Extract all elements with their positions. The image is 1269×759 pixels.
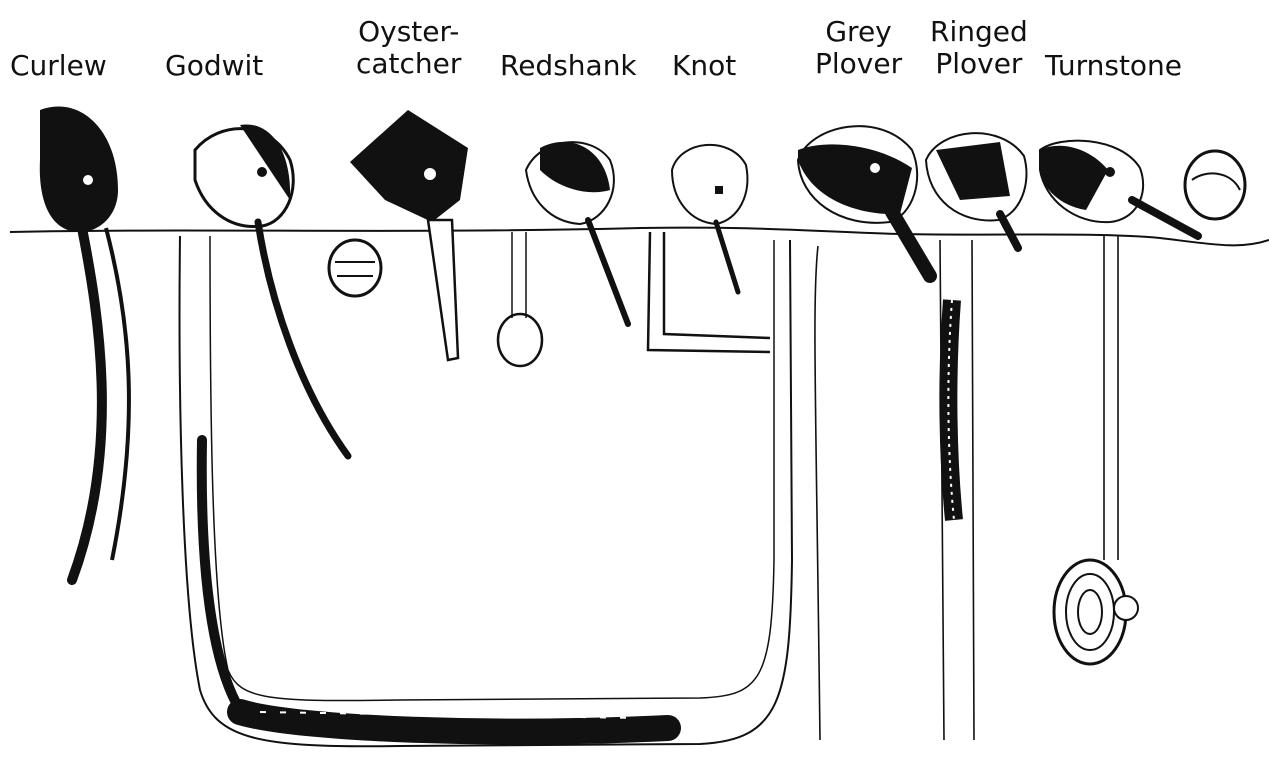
mussel-shell	[1185, 151, 1245, 219]
clam-siphon	[1104, 236, 1118, 560]
godwit-head	[195, 124, 348, 456]
lugworm-burrow	[180, 236, 792, 746]
lugworm-burrow-inner	[210, 236, 774, 701]
ringed-plover-head	[926, 133, 1026, 248]
mud-surface-line	[10, 228, 1269, 246]
knot-head	[672, 145, 747, 292]
redshank-head	[526, 142, 628, 324]
curlew-head	[40, 107, 129, 580]
oystercatcher-eye	[423, 167, 437, 181]
turnstone-head	[1040, 141, 1198, 236]
oystercatcher-head	[350, 110, 468, 222]
small-shell	[498, 232, 542, 366]
lugworm	[202, 440, 668, 731]
oystercatcher-bill	[428, 220, 458, 360]
buried-clam	[1054, 560, 1138, 664]
knot-burrow	[648, 232, 770, 352]
ragworm	[948, 300, 954, 520]
cockle-shell	[329, 240, 381, 296]
